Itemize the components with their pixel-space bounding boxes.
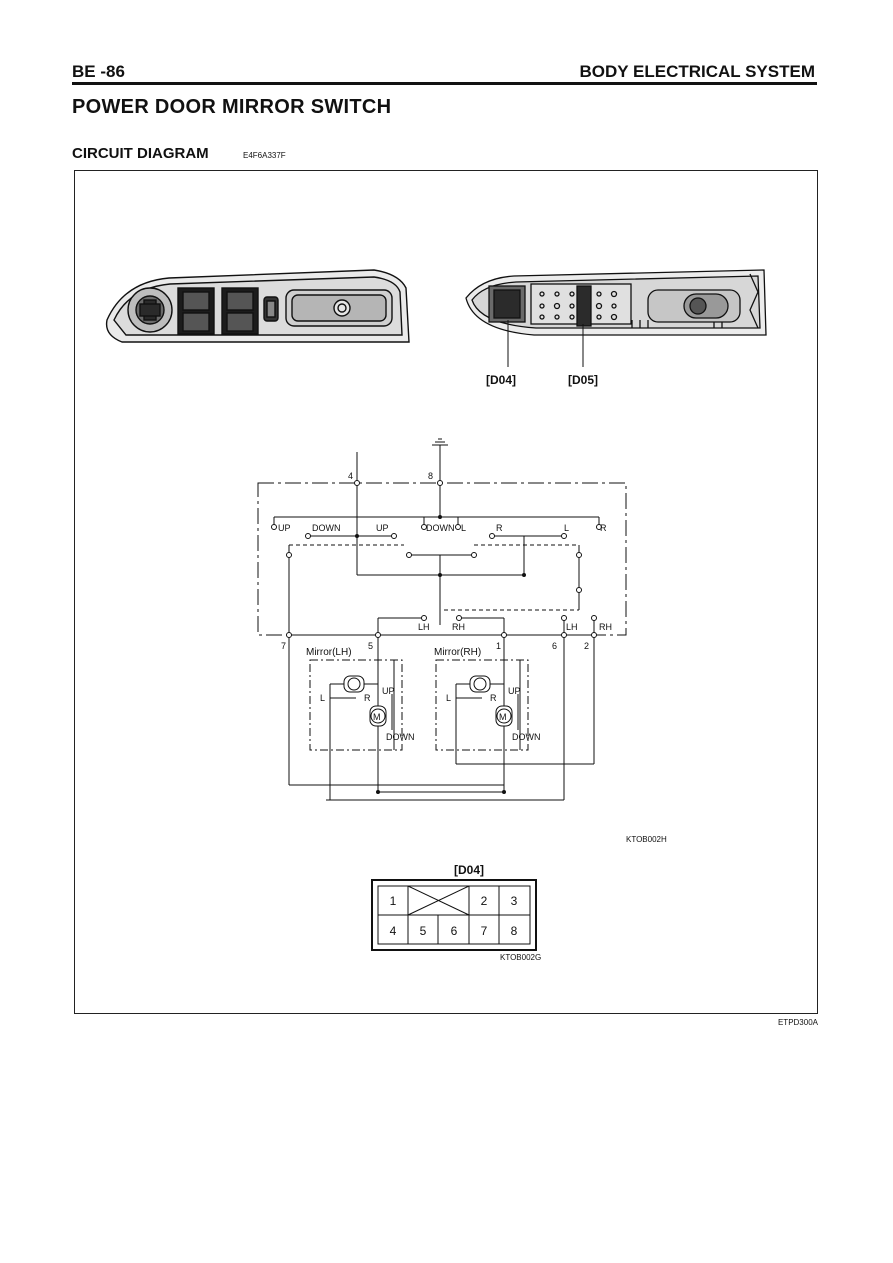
pin-1-label: 1 [496,641,501,651]
mirror-rh-motor: M [499,712,507,722]
selector-label-lh-1: LH [418,622,430,632]
label-d05: [D05] [568,373,598,387]
mirror-lh-motors [343,675,387,727]
pin-6-label: 6 [552,641,557,651]
mirror-rh-down: DOWN [512,732,541,742]
junction-dots [355,515,526,794]
connector-title: [D04] [454,863,484,877]
switch-label-up-1: UP [278,523,291,533]
switch-label-down-2: DOWN [426,523,455,533]
mirror-lh-down: DOWN [386,732,415,742]
switch-label-r-2: R [600,523,607,533]
mirror-rh-up: UP [508,686,521,696]
switch-label-up-2: UP [376,523,389,533]
switch-label-l-2: L [564,523,569,533]
figure-frame [74,170,818,1014]
schematic-figure-code: KTOB002H [626,835,667,844]
pin-2-label: 2 [584,641,589,651]
connector-cell-8: 8 [511,924,518,938]
connector-figure-code: KTOB002G [500,953,541,962]
mirror-lh-motor: M [373,712,381,722]
pin-8-label: 8 [428,471,433,481]
mirror-lh-right: R [364,693,371,703]
switch-label-l-1: L [461,523,466,533]
footer-code: ETPD300A [777,1018,818,1027]
connector-cell-5: 5 [420,924,427,938]
selector-label-lh-2: LH [566,622,578,632]
page-number: BE -86 [72,62,125,81]
pin-7-label: 7 [281,641,286,651]
switch-label-r-1: R [496,523,503,533]
connector-cell-3: 3 [511,894,518,908]
mirror-rh-motors [469,675,513,727]
mirror-lh-title: Mirror(LH) [306,647,352,658]
switch-rear-photo [465,269,767,336]
section-title: BODY ELECTRICAL SYSTEM [579,62,815,81]
label-d04: [D04] [486,373,516,387]
connector-cell-1: 1 [390,894,397,908]
header-rule [72,82,817,85]
terminal-circles [271,480,602,638]
circuit-diagram-heading: CIRCUIT DIAGRAM [72,145,209,162]
selector-label-rh-2: RH [599,622,612,632]
direction-arrows [330,694,519,730]
circuit-figure: [D04] [D05] [105,269,767,962]
connector-cell-6: 6 [451,924,458,938]
mirror-rh-right: R [490,693,497,703]
mirror-lh-left: L [320,693,325,703]
mirror-rh-left: L [446,693,451,703]
pin-4-label: 4 [348,471,353,481]
circuit-diagram-code: E4F6A337F [243,151,286,160]
schematic-wiring [257,438,627,801]
connector-d04-face [371,879,537,951]
connector-cell-2: 2 [481,894,488,908]
page-title: POWER DOOR MIRROR SWITCH [72,96,392,118]
switch-label-down-1: DOWN [312,523,341,533]
connector-cell-4: 4 [390,924,397,938]
mirror-lh-up: UP [382,686,395,696]
selector-label-rh-1: RH [452,622,465,632]
pin-5-label: 5 [368,641,373,651]
connector-cell-7: 7 [481,924,488,938]
mirror-rh-title: Mirror(RH) [434,647,481,658]
switch-front-photo [105,269,410,343]
